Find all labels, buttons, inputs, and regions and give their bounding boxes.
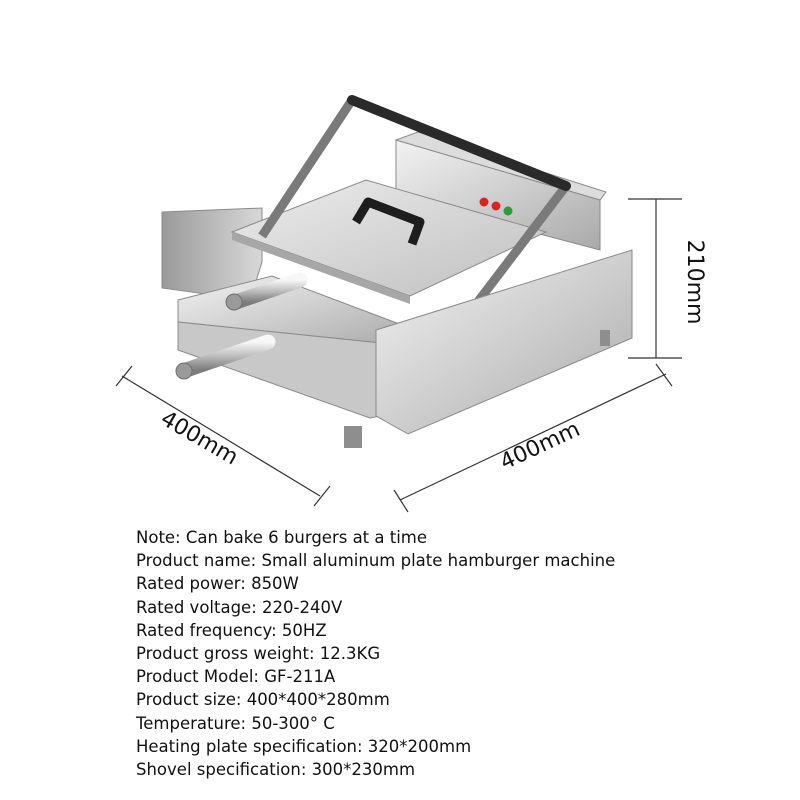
- spec-product-size: Product size: 400*400*280mm: [136, 690, 390, 710]
- foot: [600, 330, 610, 346]
- spec-heating-plate: Heating plate specification: 320*200mm: [136, 736, 472, 756]
- left-width-dimension-label: 400mm: [156, 406, 242, 470]
- upper-plate-front-edge: [232, 232, 410, 304]
- top-handle-bar: [347, 95, 571, 191]
- spec-note: Note: Can bake 6 burgers at a time: [136, 528, 428, 547]
- spec-gross-weight: Product gross weight: 12.3KG: [136, 644, 381, 664]
- upper-tube-end: [225, 293, 243, 311]
- upper-tube: [228, 272, 308, 310]
- indicator-light: [479, 197, 489, 207]
- lower-tube-end: [175, 362, 193, 380]
- spec-product-name: Product name: Small aluminum plate hambu…: [136, 551, 616, 571]
- lower-tube: [178, 334, 276, 378]
- right-lift-arm: [466, 183, 570, 315]
- left-lift-arm: [258, 97, 356, 239]
- hamburger-machine-image: [161, 95, 633, 448]
- spec-temperature: Temperature: 50-300° C: [136, 713, 335, 733]
- spec-rated-voltage: Rated voltage: 220-240V: [136, 597, 343, 617]
- right-width-dimension-label: 400mm: [497, 417, 584, 476]
- indicator-light: [491, 201, 501, 211]
- product-figure: 210mm 400mm 400mm: [115, 95, 707, 513]
- indicator-light: [503, 206, 513, 216]
- right-side-panel: [375, 249, 633, 435]
- foot: [344, 426, 362, 448]
- lid-handle: [352, 197, 425, 246]
- spec-rated-frequency: Rated frequency: 50HZ: [136, 620, 327, 640]
- spec-model: Product Model: GF-211A: [136, 667, 336, 687]
- upper-heating-plate: [230, 179, 548, 297]
- height-dimension-label: 210mm: [682, 240, 707, 325]
- spec-list: Note: Can bake 6 burgers at a time Produ…: [136, 526, 776, 781]
- spec-shovel: Shovel specification: 300*230mm: [136, 760, 416, 780]
- spec-rated-power: Rated power: 850W: [136, 574, 299, 594]
